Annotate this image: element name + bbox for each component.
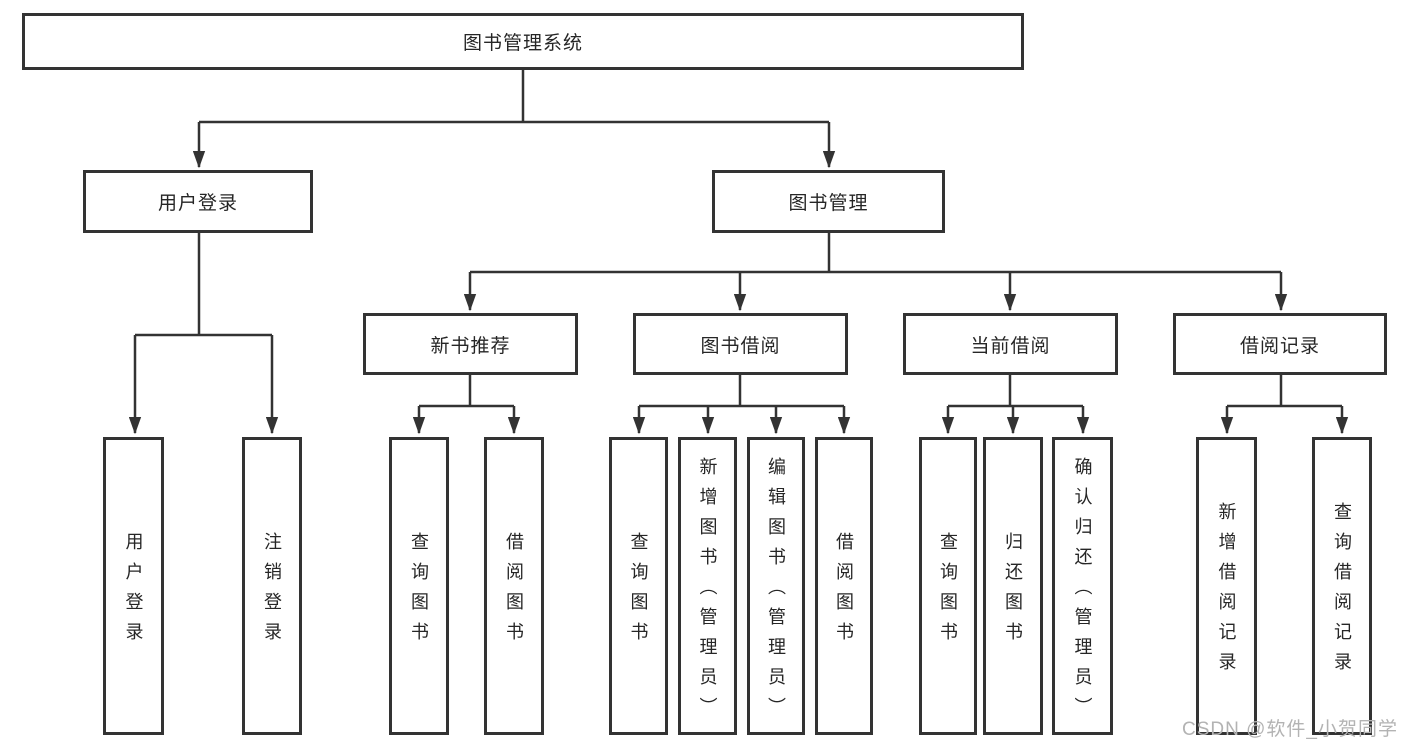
node-label: 借阅记录 xyxy=(1239,335,1320,357)
node-label: 查询图书 xyxy=(938,532,958,652)
leaf-user-login: 用户登录 xyxy=(103,437,164,735)
leaf-logout: 注销登录 xyxy=(242,437,302,735)
node-label: 借阅图书 xyxy=(504,532,524,652)
node-label: 用户登录 xyxy=(123,532,144,652)
leaf-query-borrowing-record: 查询借阅记录 xyxy=(1312,437,1372,735)
node-label: 图书管理系统 xyxy=(462,33,583,54)
node-label: 借阅图书 xyxy=(834,532,854,652)
leaf-query-books-current: 查询图书 xyxy=(919,437,977,735)
leaf-return-books: 归还图书 xyxy=(983,437,1043,735)
leaf-add-books-admin: 新增图书（管理员） xyxy=(678,437,737,735)
node-label: 用户登录 xyxy=(157,193,238,214)
leaf-borrow-books: 借阅图书 xyxy=(815,437,873,735)
node-label: 编辑图书（管理员） xyxy=(766,457,786,727)
node-label: 新书推荐 xyxy=(430,335,511,357)
node-library-management-system: 图书管理系统 xyxy=(22,13,1024,70)
leaf-confirm-return-admin: 确认归还（管理员） xyxy=(1052,437,1113,735)
node-label: 图书管理 xyxy=(788,193,869,214)
node-new-book-recommendation: 新书推荐 xyxy=(363,313,578,375)
leaf-query-books-borrowing: 查询图书 xyxy=(609,437,668,735)
node-label: 当前借阅 xyxy=(970,335,1051,357)
leaf-add-borrowing-record: 新增借阅记录 xyxy=(1196,437,1257,735)
leaf-query-books-recommendation: 查询图书 xyxy=(389,437,449,735)
node-user-login: 用户登录 xyxy=(83,170,313,233)
node-label: 查询借阅记录 xyxy=(1332,502,1352,682)
node-label: 归还图书 xyxy=(1003,532,1023,652)
node-book-management: 图书管理 xyxy=(712,170,945,233)
watermark: CSDN @软件_小贺同学 xyxy=(1182,719,1398,740)
node-current-borrowing: 当前借阅 xyxy=(903,313,1118,375)
leaf-borrow-books-recommendation: 借阅图书 xyxy=(484,437,544,735)
node-label: 图书借阅 xyxy=(700,335,781,357)
node-label: 查询图书 xyxy=(628,532,649,652)
leaf-edit-books-admin: 编辑图书（管理员） xyxy=(747,437,805,735)
node-book-borrowing: 图书借阅 xyxy=(633,313,848,375)
node-label: 注销登录 xyxy=(262,532,282,652)
node-label: 确认归还（管理员） xyxy=(1072,457,1093,727)
node-label: 查询图书 xyxy=(409,532,429,652)
node-label: 新增图书（管理员） xyxy=(697,457,718,727)
node-label: 新增借阅记录 xyxy=(1216,502,1237,682)
node-borrowing-records: 借阅记录 xyxy=(1173,313,1387,375)
